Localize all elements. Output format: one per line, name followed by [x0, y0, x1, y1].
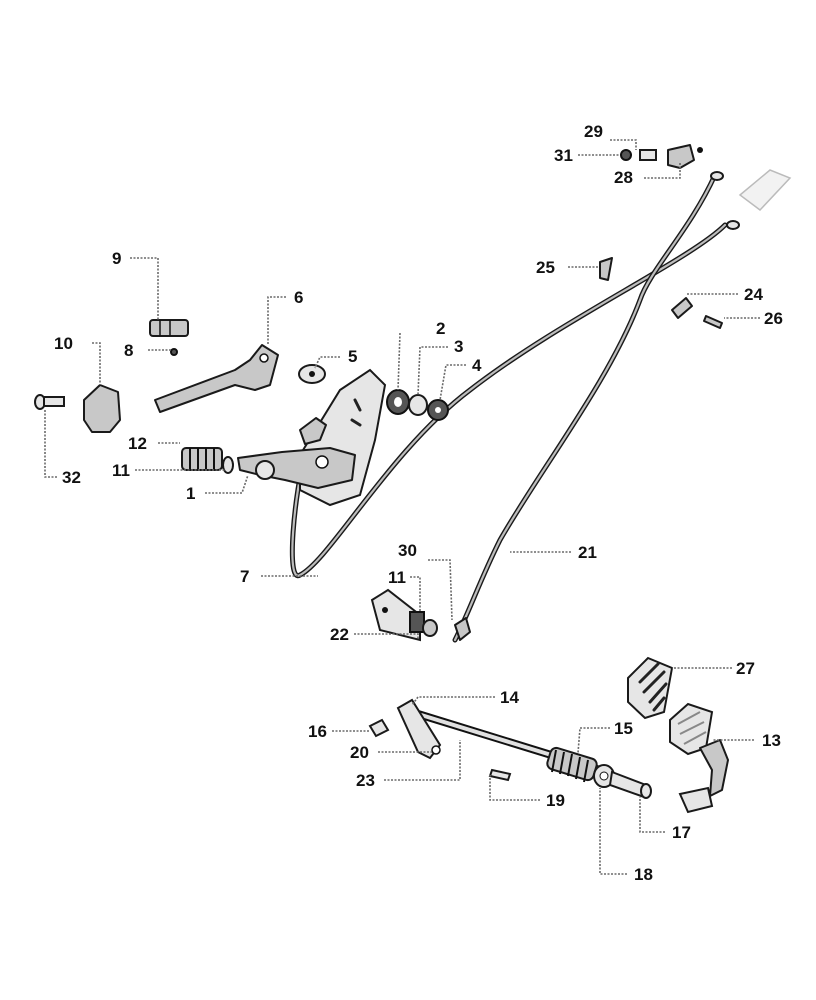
callout-16: 16	[308, 722, 327, 741]
callout-24: 24	[744, 285, 763, 304]
callout-11-lower: 11	[388, 568, 406, 587]
callout-4: 4	[472, 356, 482, 375]
callout-labels: 9 8 6 10 5 2 3 4 32 12 11 1 7 29 31 28 2…	[54, 122, 783, 884]
part-3-bushing	[408, 394, 428, 416]
part-8-washer	[170, 348, 178, 356]
part-6-lever	[154, 344, 279, 413]
part-16-pin	[368, 718, 390, 738]
part-31-nut	[620, 149, 632, 161]
part-24-clip	[671, 297, 693, 319]
part-2-bearing	[386, 389, 410, 415]
callout-8: 8	[124, 341, 133, 360]
callout-21: 21	[578, 543, 597, 562]
callout-29: 29	[584, 122, 603, 141]
part-11-washer-upper	[222, 456, 234, 474]
callout-1: 1	[186, 484, 195, 503]
cable-7	[289, 222, 728, 579]
part-25-clip	[599, 257, 613, 281]
callout-32: 32	[62, 468, 81, 487]
cable-21	[452, 172, 718, 643]
part-30-adjuster	[454, 617, 471, 641]
callout-23: 23	[356, 771, 375, 790]
part-28-clip	[667, 144, 703, 169]
part-13-brake-pedal	[669, 702, 729, 814]
callout-10: 10	[54, 334, 73, 353]
callout-31: 31	[554, 146, 573, 165]
callout-11-upper: 11	[112, 461, 130, 480]
callout-6: 6	[294, 288, 303, 307]
callout-9: 9	[112, 249, 121, 268]
callout-28: 28	[614, 168, 633, 187]
callout-30: 30	[398, 541, 417, 560]
callout-15: 15	[614, 719, 633, 738]
callout-27: 27	[736, 659, 755, 678]
part-15-spring	[546, 746, 598, 783]
part-5-washer	[298, 364, 326, 384]
callout-7: 7	[240, 567, 249, 586]
part-32-screw	[34, 394, 65, 410]
part-26-screw	[703, 315, 723, 329]
cable-end-top	[710, 169, 792, 230]
callout-2: 2	[436, 319, 445, 338]
part-1-pedal-assembly	[237, 417, 356, 489]
part-11-bolt-lower	[409, 611, 438, 637]
part-10-knob	[83, 384, 121, 433]
part-9-bolt	[149, 319, 189, 337]
part-12-spring	[181, 447, 223, 471]
callout-3: 3	[454, 337, 463, 356]
part-29-bolt	[639, 149, 657, 161]
callout-22: 22	[330, 625, 349, 644]
leader-lines	[44, 139, 760, 875]
part-19-pin	[488, 768, 512, 782]
callout-18: 18	[634, 865, 653, 884]
callout-17: 17	[672, 823, 691, 842]
callout-25: 25	[536, 258, 555, 277]
part-27-pedal-pad	[627, 656, 674, 720]
part-4-nut	[427, 399, 449, 421]
part-17-bushing	[608, 770, 652, 799]
callout-5: 5	[348, 347, 357, 366]
callout-20: 20	[350, 743, 369, 762]
callout-13: 13	[762, 731, 781, 750]
callout-12: 12	[128, 434, 147, 453]
callout-14: 14	[500, 688, 519, 707]
part-20-lever	[396, 698, 442, 760]
callout-19: 19	[546, 791, 565, 810]
callout-26: 26	[764, 309, 783, 328]
